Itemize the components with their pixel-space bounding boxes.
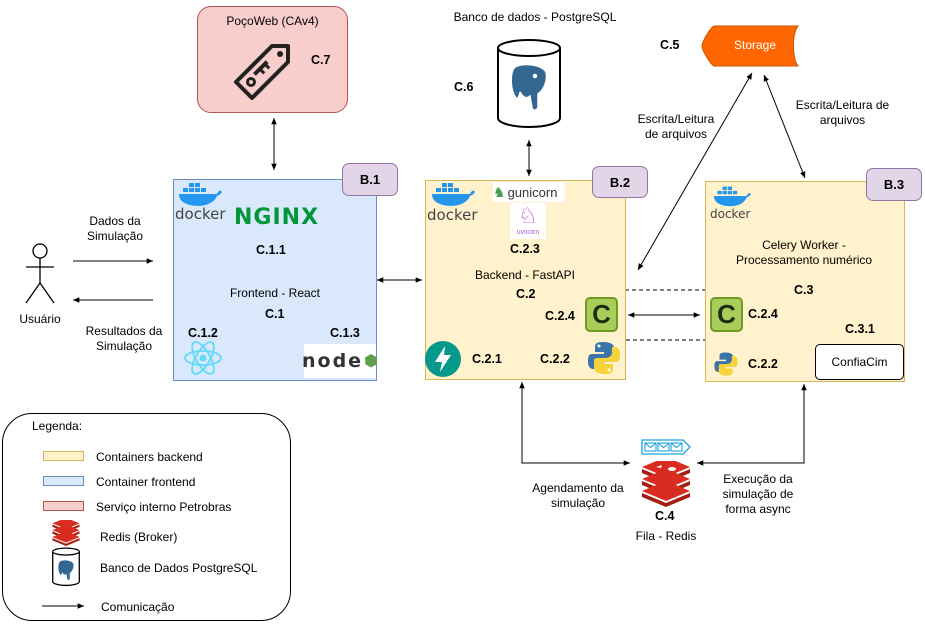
redis-id: C.4: [655, 509, 675, 523]
legend-swatch-backend: [43, 451, 84, 461]
legend-swatch-petrobras: [43, 501, 84, 511]
frontend-id: C.1: [265, 307, 285, 321]
legend-arrow-sample: [42, 603, 84, 609]
fastapi-id: C.2.1: [472, 352, 502, 366]
pocoweb-title: PoçoWeb (CAv4): [226, 14, 319, 28]
execution-label: Execução da simulação de forma async: [722, 472, 794, 516]
worker-docker-label: docker: [710, 207, 751, 221]
pocoweb-box: [197, 6, 348, 113]
postgres-db-icon: [497, 39, 561, 128]
node-id: C.1.3: [330, 326, 360, 340]
frontend-docker-label: docker: [175, 205, 226, 223]
postgres-db-icon: [52, 547, 80, 587]
legend-box: [2, 413, 291, 621]
fastapi-bolt-icon: [425, 341, 461, 377]
uvicorn-label: uvicorn: [516, 229, 540, 236]
legend-swatch-frontend: [43, 476, 84, 486]
react-id: C.1.2: [188, 326, 218, 340]
gunicorn-logo: ♞ gunicorn: [493, 182, 565, 202]
rw-left-label: Escrita/Leitura de arquivos: [637, 112, 715, 141]
user-label: Usuário: [19, 312, 61, 326]
celery-c-glyph: C: [592, 299, 611, 329]
storage-id: C.5: [660, 38, 680, 52]
data-in-label: Dados da Simulação: [86, 214, 144, 243]
python-icon: [714, 352, 738, 376]
celery-icon: C: [585, 297, 618, 332]
worker-id: C.3: [794, 283, 814, 297]
backend-title: Backend - FastAPI: [474, 268, 576, 282]
worker-sub-id: C.3.1: [845, 322, 875, 336]
storage-shape: [701, 25, 799, 67]
redis-icon: [642, 461, 690, 507]
nodejs-logo-text: node: [301, 350, 364, 372]
legend-label-frontend: Container frontend: [96, 475, 196, 489]
uvicorn-unicorn-icon: ♘: [518, 203, 538, 228]
uvicorn-logo: ♘ uvicorn: [510, 203, 546, 239]
legend-label-backend: Containers backend: [96, 450, 203, 464]
redis-icon: [52, 520, 80, 546]
backend-python-id: C.2.2: [540, 352, 570, 366]
react-icon: [184, 341, 222, 375]
docker-whale-icon: [714, 186, 751, 207]
nodejs-logo: node ⬢: [301, 344, 379, 378]
celery-c-glyph: C: [717, 299, 736, 329]
legend-label-postgres: Banco de Dados PostgreSQL: [100, 561, 258, 575]
scheduling-label: Agendamento da simulação: [532, 481, 624, 510]
backend-id: C.2: [516, 287, 536, 301]
storage-label: Storage: [733, 38, 777, 52]
user-stick-figure-icon: [25, 243, 55, 304]
python-icon: [588, 342, 620, 374]
message-queue-icon: [641, 439, 691, 455]
legend-label-arrow: Comunicação: [101, 600, 175, 614]
pocoweb-id: C.7: [311, 53, 331, 67]
docker-whale-icon: [432, 183, 475, 206]
data-out-label: Resultados da Simulação: [85, 324, 163, 353]
docker-whale-icon: [179, 183, 222, 206]
worker-python-id: C.2.2: [748, 357, 778, 371]
arrow-backend-redis: [519, 382, 630, 466]
frontend-badge: B.1: [342, 163, 398, 196]
gunicorn-label: gunicorn: [507, 184, 558, 200]
worker-title: Celery Worker - Processamento numérico: [735, 238, 873, 267]
backend-celery-id: C.2.4: [545, 309, 575, 323]
worker-badge: B.3: [866, 168, 922, 201]
worker-celery-id: C.2.4: [748, 307, 778, 321]
nginx-logo: NGINX: [234, 205, 320, 230]
arrow-storage-worker: [763, 74, 806, 179]
key-tag-icon: [234, 44, 290, 100]
gunicorn-id: C.2.3: [510, 242, 540, 256]
database-title: Banco de dados - PostgreSQL: [453, 10, 617, 24]
redis-label: Fila - Redis: [635, 529, 697, 543]
nodejs-hex-icon: ⬢: [364, 353, 379, 370]
legend-label-redis: Redis (Broker): [100, 530, 178, 544]
rw-right-label: Escrita/Leitura de arquivos: [795, 98, 890, 127]
database-id: C.6: [454, 80, 474, 94]
backend-docker-label: docker: [427, 206, 478, 224]
legend-title: Legenda:: [32, 419, 83, 433]
frontend-title: Frontend - React: [229, 286, 321, 300]
confiacim-label: ConfiaCim: [831, 355, 888, 369]
backend-badge: B.2: [592, 166, 648, 198]
confiacim-box: ConfiaCim: [815, 344, 904, 380]
arrow-worker-redis: [697, 384, 807, 466]
celery-icon: C: [710, 297, 743, 332]
arrow-storage-backend: [637, 72, 753, 271]
nginx-id: C.1.1: [256, 243, 286, 257]
legend-label-petrobras: Serviço interno Petrobras: [96, 500, 232, 514]
gunicorn-horse-icon: ♞: [493, 183, 506, 200]
